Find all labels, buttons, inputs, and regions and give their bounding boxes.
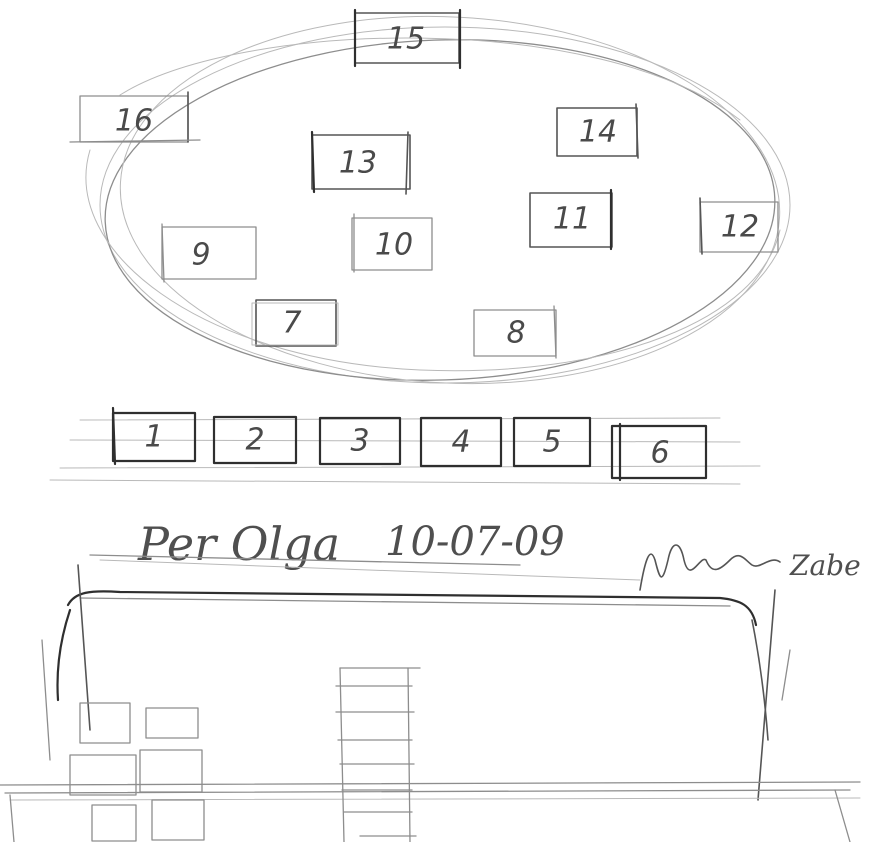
- row-box-1: 1: [113, 408, 195, 464]
- box-10-label: 10: [375, 228, 413, 263]
- box-16-label: 16: [115, 104, 153, 139]
- row-box-6-label: 6: [650, 436, 669, 471]
- row-box-5-label: 5: [542, 425, 561, 460]
- box-13-label: 13: [339, 146, 377, 181]
- row-box-4-label: 4: [451, 425, 470, 460]
- row-box-1-label: 1: [144, 420, 163, 455]
- orbit-ellipse: [86, 0, 790, 400]
- box-9-label: 9: [191, 238, 210, 273]
- box-16: 16: [70, 92, 200, 142]
- row-box-3-label: 3: [350, 424, 369, 459]
- row-box-6: 6: [612, 424, 706, 480]
- row-box-4: 4: [421, 418, 501, 466]
- row-box-2-label: 2: [245, 423, 264, 458]
- box-11: 11: [530, 190, 612, 249]
- box-14-label: 14: [579, 115, 617, 150]
- note-date: 10-07-09: [385, 519, 565, 565]
- box-12-label: 12: [721, 210, 759, 245]
- center-stack: [336, 668, 420, 842]
- box-9: 9: [162, 224, 256, 282]
- box-8-label: 8: [506, 316, 525, 351]
- box-10: 10: [352, 214, 432, 272]
- box-8: 8: [474, 306, 556, 358]
- box-7: 7: [252, 300, 338, 346]
- box-11-label: 11: [553, 202, 591, 237]
- box-14: 14: [557, 104, 638, 158]
- handwritten-note: Per Olga 10-07-09 Zabe: [90, 517, 861, 590]
- signature-scribble: [640, 545, 780, 590]
- signature-name: Zabe: [789, 549, 861, 582]
- lower-structure: [0, 565, 860, 842]
- box-12: 12: [700, 198, 778, 254]
- box-15-label: 15: [387, 22, 425, 57]
- box-13: 13: [312, 132, 410, 194]
- box-7-label: 7: [282, 306, 301, 341]
